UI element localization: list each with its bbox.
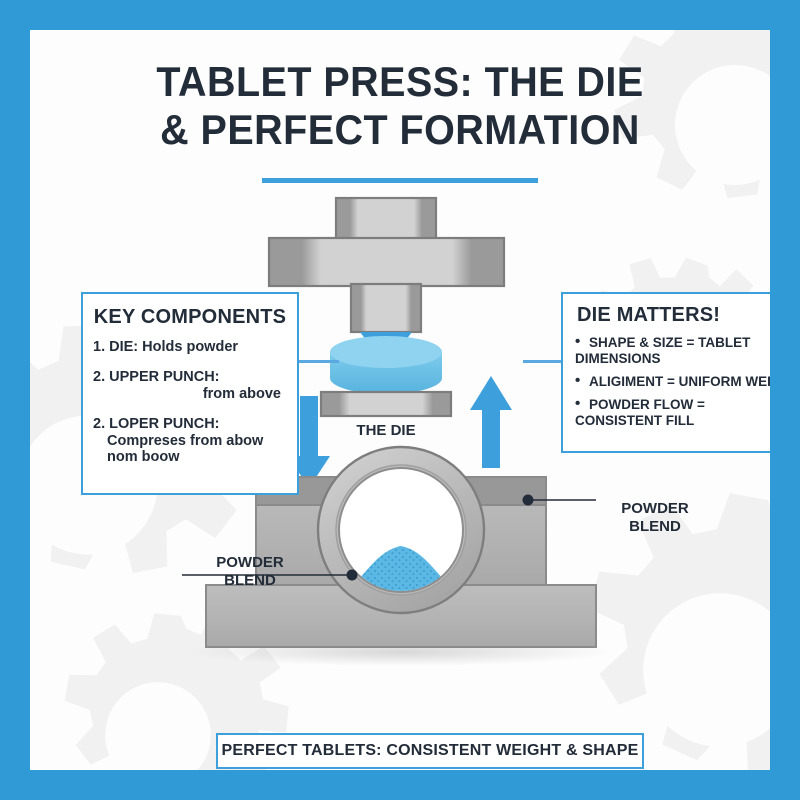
footer-text: PERFECT TABLETS: CONSISTENT WEIGHT & SHA… [221,742,639,759]
key-component-item-3: 2. LOPER PUNCH: Compreses from abow nom … [93,416,287,465]
powder-blend-left-line2: BLEND [224,572,276,589]
kc-2-term: UPPER PUNCH: [109,369,220,385]
die-matters-bullet-2: ALIGIMENT = UNIFORM WEIGHT [575,373,770,390]
title-line-1: TABLET PRESS: THE DIE [156,58,644,105]
kc-1-term: DIE: [109,339,139,355]
key-component-item-1: 1. DIE: Holds powder [93,339,287,356]
die-matters-list: SHAPE & SIZE = TABLET DIMENSIONS ALIGIME… [575,334,770,429]
dm-b3-l2: CONSISTENT FILL [575,413,695,428]
leader-dot-right [522,494,534,506]
powder-mound [340,546,462,591]
die-matters-bullet-3: POWDER FLOW = CONSISTENT FILL [575,396,770,429]
footer-banner: PERFECT TABLETS: CONSISTENT WEIGHT & SHA… [216,733,644,769]
kc-3-sub3: nom boow [107,449,180,465]
tablet-cylinder [330,336,442,394]
infographic-canvas: TABLET PRESS: THE DIE & PERFECT FORMATIO… [30,30,770,770]
leader-dot-left [346,569,358,581]
title-line-2: & PERFECT FORMATION [160,106,640,153]
key-component-item-2: 2. UPPER PUNCH: from above [93,369,287,403]
key-components-box: KEY COMPONENTS 1. DIE: Holds powder 2. U… [81,292,299,495]
kc-3-term: LOPER PUNCH: [109,416,220,432]
key-components-heading: KEY COMPONENTS [93,306,287,328]
powder-blend-label-right: POWDER BLEND [600,500,710,536]
die-matters-heading: DIE MATTERS! [577,304,721,326]
dm-b3-l1: POWDER FLOW = [589,397,705,412]
die-label: THE DIE [356,422,416,439]
kc-3-sub2: Compreses from abow [107,433,264,449]
die-matters-box: DIE MATTERS! SHAPE & SIZE = TABLET DIMEN… [561,292,770,453]
kc-2-sub: from above [202,386,281,402]
kc-3-number: 2. [93,416,106,432]
powder-blend-right-line1: POWDER [621,500,689,517]
kc-2-number: 2. [93,369,106,385]
powder-blend-label-left: POWDER BLEND [190,554,310,590]
page-title: TABLET PRESS: THE DIE & PERFECT FORMATIO… [30,58,770,154]
upward-motion-arrow [470,376,512,468]
dm-b1-l1: SHAPE & SIZE = TABLET [589,335,751,350]
kc-1-number: 1. [93,339,106,355]
connector-line-left [299,360,339,363]
powder-blend-right-line2: BLEND [629,518,681,535]
kc-1-text: Holds powder [142,339,239,355]
dm-b2: ALIGIMENT = UNIFORM WEIGHT [589,374,770,389]
title-underline [262,178,538,183]
upper-punch-assembly [267,196,506,334]
die-ring [316,445,486,615]
connector-line-right [523,360,561,363]
powder-blend-left-line1: POWDER [216,554,284,571]
dm-b1-l2: DIMENSIONS [575,351,661,366]
lower-punch-plate [319,390,453,418]
die-matters-bullet-1: SHAPE & SIZE = TABLET DIMENSIONS [575,334,770,367]
